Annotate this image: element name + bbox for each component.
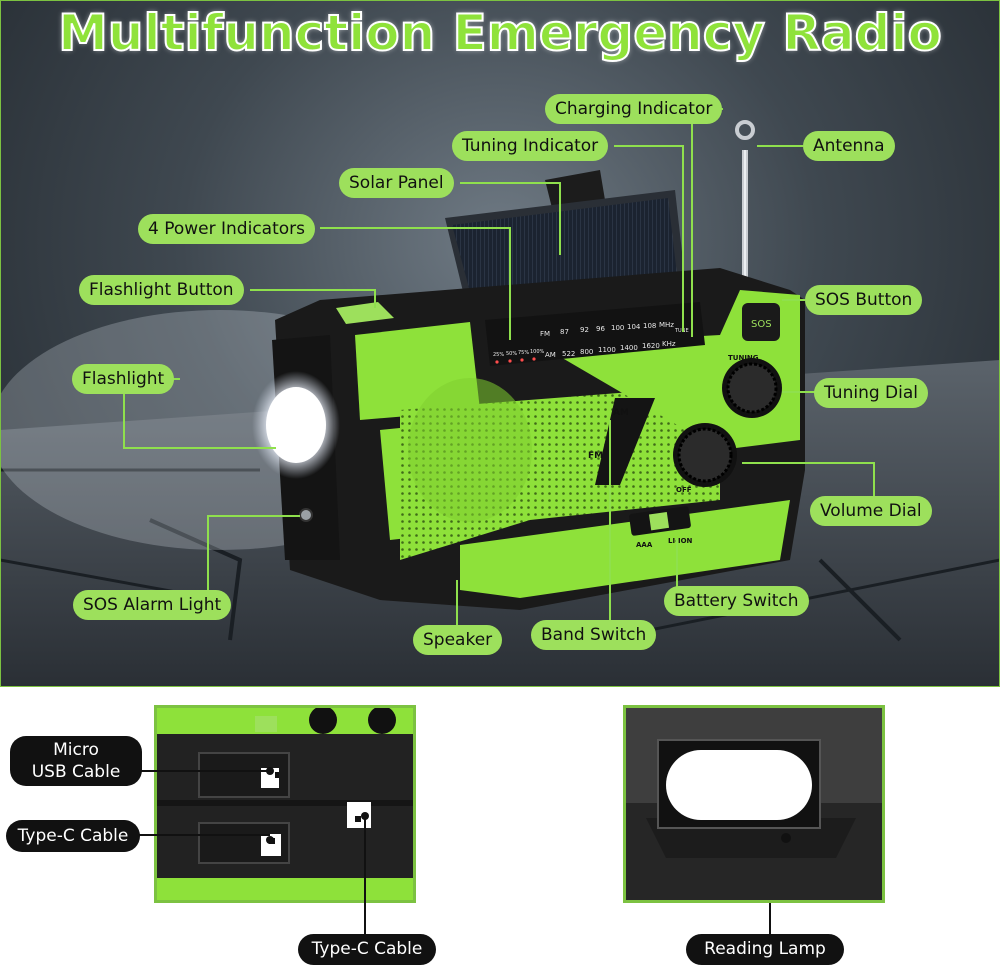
- callout-band-switch: Band Switch: [531, 620, 657, 650]
- svg-text:100: 100: [611, 324, 624, 332]
- radio-illustration: FM 87 92 96 100 104 108 MHz AM 522 800 1…: [0, 108, 1000, 687]
- cable-detail-panel: AAA LI-ION: [154, 705, 416, 903]
- callout-tuning-dial: Tuning Dial: [814, 378, 928, 408]
- svg-text:50%: 50%: [506, 351, 517, 357]
- sos-button-part: SOS: [742, 303, 780, 341]
- fm-label: FM: [540, 330, 550, 338]
- svg-text:92: 92: [580, 326, 589, 334]
- svg-text:AAA: AAA: [636, 541, 653, 549]
- svg-text:100%: 100%: [530, 349, 545, 355]
- tuning-knob: TUNING: [722, 354, 782, 418]
- svg-text:1620: 1620: [642, 342, 660, 350]
- label-reading-lamp: Reading Lamp: [686, 934, 844, 965]
- svg-text:25%: 25%: [493, 352, 504, 358]
- label-type-c-cable-bottom: Type-C Cable: [298, 934, 436, 965]
- callout-solar-panel: Solar Panel: [339, 168, 454, 198]
- power-indicator-leds: [495, 357, 536, 364]
- svg-text:FM: FM: [588, 451, 603, 461]
- svg-text:87: 87: [560, 328, 569, 336]
- type-c-plug-right: [347, 802, 371, 828]
- svg-text:1400: 1400: [620, 344, 638, 352]
- battery-switch-part: AAA LI-ION: [629, 506, 693, 549]
- callout-battery-switch: Battery Switch: [664, 586, 809, 616]
- svg-text:MHz: MHz: [659, 321, 674, 329]
- type-c-plug-left: [261, 834, 281, 856]
- svg-text:522: 522: [562, 350, 575, 358]
- svg-text:108: 108: [643, 322, 656, 330]
- label-type-c-cable-left: Type-C Cable: [6, 820, 140, 852]
- svg-text:AM: AM: [545, 351, 556, 359]
- reading-lamp-light: [666, 750, 812, 820]
- reading-lamp-art: [626, 708, 882, 900]
- page-title: Multifunction Emergency Radio: [57, 3, 943, 63]
- callout-charging-indicator: Charging Indicator: [545, 94, 723, 124]
- svg-text:800: 800: [580, 348, 593, 356]
- antenna-tip: [735, 120, 755, 140]
- callout-power-indicators: 4 Power Indicators: [138, 214, 316, 244]
- svg-text:96: 96: [596, 325, 605, 333]
- callout-flashlight: Flashlight: [72, 364, 175, 394]
- callout-sos-button: SOS Button: [805, 285, 923, 315]
- label-micro-usb-cable: Micro USB Cable: [10, 736, 142, 786]
- callout-antenna: Antenna: [803, 131, 895, 161]
- callout-sos-alarm-light: SOS Alarm Light: [73, 590, 232, 620]
- svg-text:AM: AM: [613, 408, 629, 418]
- callout-volume-dial: Volume Dial: [810, 496, 932, 526]
- svg-text:KHz: KHz: [662, 340, 676, 348]
- svg-text:LI-ION: LI-ION: [668, 537, 693, 545]
- micro-usb-plug: [261, 768, 279, 788]
- sos-alarm-led: [299, 508, 313, 522]
- svg-text:TUNE: TUNE: [674, 328, 689, 334]
- svg-text:SOS: SOS: [751, 319, 772, 330]
- volume-knob: OFF: [673, 423, 737, 494]
- svg-text:75%: 75%: [518, 350, 529, 356]
- callout-speaker: Speaker: [413, 625, 503, 655]
- svg-text:1100: 1100: [598, 346, 616, 354]
- tuning-scale: FM 87 92 96 100 104 108 MHz AM 522 800 1…: [493, 321, 689, 359]
- callout-tuning-indicator: Tuning Indicator: [452, 131, 609, 161]
- hero-image: FM 87 92 96 100 104 108 MHz AM 522 800 1…: [0, 0, 1000, 687]
- reading-lamp-panel: [623, 705, 885, 903]
- flashlight-button-part: [336, 302, 394, 324]
- svg-text:104: 104: [627, 323, 641, 331]
- callout-flashlight-button: Flashlight Button: [79, 275, 244, 305]
- svg-text:OFF: OFF: [676, 486, 692, 494]
- flashlight-head: [252, 335, 340, 560]
- cable-detail-art: AAA LI-ION: [157, 708, 413, 900]
- svg-text:TUNING: TUNING: [728, 354, 759, 362]
